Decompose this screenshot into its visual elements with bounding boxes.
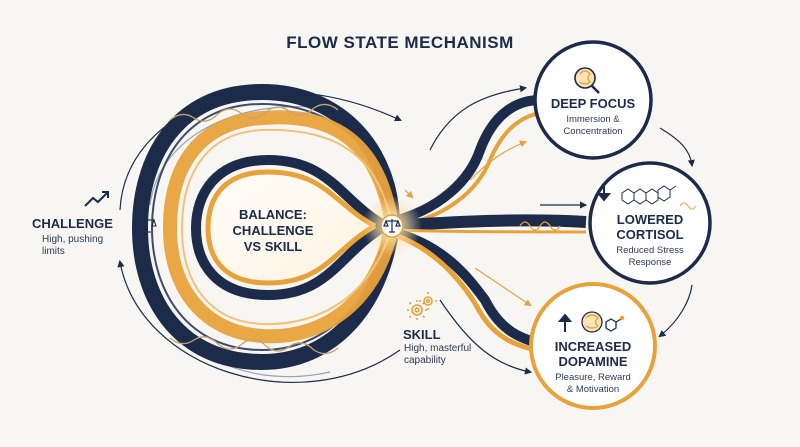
lowered-cortisol-sub-line1: Reduced Stress [616, 245, 684, 256]
skill-sub-line1: High, masterful [404, 343, 472, 354]
outer-bottom-arc-navy [117, 259, 401, 383]
loop-ribbon [131, 83, 400, 371]
arrow-to-dopamine-1 [474, 267, 532, 307]
loop-orange-lines [180, 128, 393, 326]
skill-gears-icon [407, 292, 437, 320]
loop-wave-texture-bottom [169, 336, 339, 355]
increased-dopamine-heading: INCREASED DOPAMINE [537, 339, 649, 369]
increased-dopamine-heading-line2: DOPAMINE [558, 354, 628, 369]
node-increased-dopamine-circle [529, 282, 657, 410]
deep-focus-heading: DEEP FOCUS [550, 96, 636, 111]
arrow-focus-to-cortisol [659, 127, 695, 168]
stream-to-focus-navy [388, 95, 541, 227]
challenge-sub-line2: limits [42, 246, 65, 257]
node-deep-focus [533, 40, 653, 160]
inner-lens [190, 154, 388, 301]
challenge-sub-line1: High, pushing [42, 234, 104, 245]
deep-focus-sub-line2: Concentration [563, 126, 623, 137]
skill-sub-line2: capability [404, 355, 446, 366]
skill-heading: SKILL [403, 327, 441, 342]
stream-to-dopamine-orange [391, 231, 549, 355]
arrow-to-focus-2 [469, 140, 528, 181]
brain-molecule-icon [581, 311, 625, 333]
node-lowered-cortisol-circle [588, 161, 712, 285]
increased-dopamine-sub-line2: & Motivation [566, 384, 620, 395]
increased-dopamine-text: INCREASED DOPAMINE Pleasure, Reward & Mo… [537, 339, 649, 396]
skill-subtext: High, masterful capability [404, 343, 471, 367]
lowered-cortisol-sub-line2: Response [628, 257, 672, 268]
brain-magnifier-icon [574, 67, 600, 94]
lowered-cortisol-heading-line1: LOWERED [616, 212, 684, 227]
loop-wave-texture-top [169, 103, 339, 122]
up-arrow-icon [557, 313, 573, 332]
challenge-subtext: High, pushing limits [42, 234, 103, 258]
loop-orange-band [162, 110, 399, 344]
challenge-heading: CHALLENGE [32, 216, 113, 231]
lowered-cortisol-heading-line2: CORTISOL [616, 227, 684, 242]
cortisol-molecule-icon [621, 185, 697, 210]
arrow-cortisol-to-dopamine [658, 284, 693, 338]
stream-to-dopamine-navy [390, 227, 549, 350]
page-title: FLOW STATE MECHANISM [286, 33, 514, 52]
increased-dopamine-sub-line1: Pleasure, Reward [555, 372, 631, 383]
cortisol-wave [519, 221, 561, 231]
deep-focus-subtext: Immersion & Concentration [538, 114, 648, 138]
node-increased-dopamine [529, 282, 657, 410]
small-arrow-lower-right [404, 189, 414, 199]
arrow-to-dopamine-2 [439, 299, 533, 375]
lowered-cortisol-subtext: Reduced Stress Response [594, 245, 706, 269]
arrow-to-focus-1 [429, 85, 528, 151]
center-label-line2: CHALLENGE [232, 223, 314, 238]
challenge-scale-icon [137, 218, 157, 233]
center-label-line3: VS SKILL [243, 239, 303, 254]
down-arrow-icon [596, 183, 612, 202]
node-deep-focus-circle [533, 40, 653, 160]
scale-icon [383, 219, 401, 233]
increased-dopamine-heading-line1: INCREASED [554, 339, 632, 354]
deep-focus-text: DEEP FOCUS Immersion & Concentration [538, 96, 648, 138]
thin-arrows [404, 85, 695, 375]
increased-dopamine-subtext: Pleasure, Reward & Motivation [537, 372, 649, 396]
node-lowered-cortisol [588, 161, 712, 285]
lowered-cortisol-text: LOWERED CORTISOL Reduced Stress Response [594, 212, 706, 269]
center-label: BALANCE: CHALLENGE VS SKILL [218, 207, 328, 255]
inner-lens-fill [205, 169, 377, 286]
inner-lens-navy [190, 154, 388, 301]
challenge-trend-icon [84, 191, 109, 207]
output-streams [388, 95, 587, 355]
center-label-line1: BALANCE: [239, 207, 307, 222]
deep-focus-sub-line1: Immersion & [566, 114, 620, 125]
lowered-cortisol-heading: LOWERED CORTISOL [594, 212, 706, 242]
balance-node [362, 196, 422, 256]
